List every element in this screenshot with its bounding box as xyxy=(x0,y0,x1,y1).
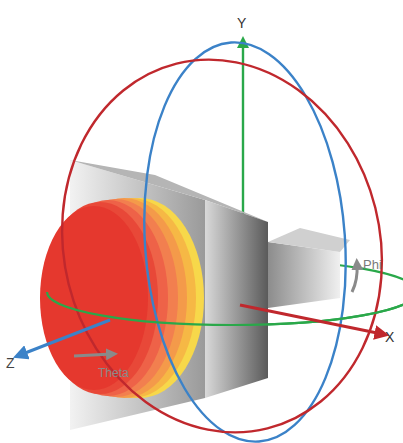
angle-label: Theta xyxy=(98,367,129,379)
theta-ring xyxy=(131,36,358,443)
waveguide xyxy=(268,242,340,308)
waveguide-top xyxy=(268,228,350,252)
angle-label: Phi xyxy=(363,258,382,271)
axis-label: Y xyxy=(237,16,246,30)
axis-label: Z xyxy=(6,356,15,370)
z-axis xyxy=(20,320,110,355)
theta-arrow xyxy=(74,354,112,356)
elevation-ring xyxy=(23,25,403,443)
phi-arrow xyxy=(352,264,357,292)
horn-mouth xyxy=(205,200,268,398)
phi-ring-front xyxy=(47,292,403,325)
x-axis xyxy=(240,305,382,334)
radiation-pattern xyxy=(40,198,204,398)
axis-label: X xyxy=(385,330,394,344)
